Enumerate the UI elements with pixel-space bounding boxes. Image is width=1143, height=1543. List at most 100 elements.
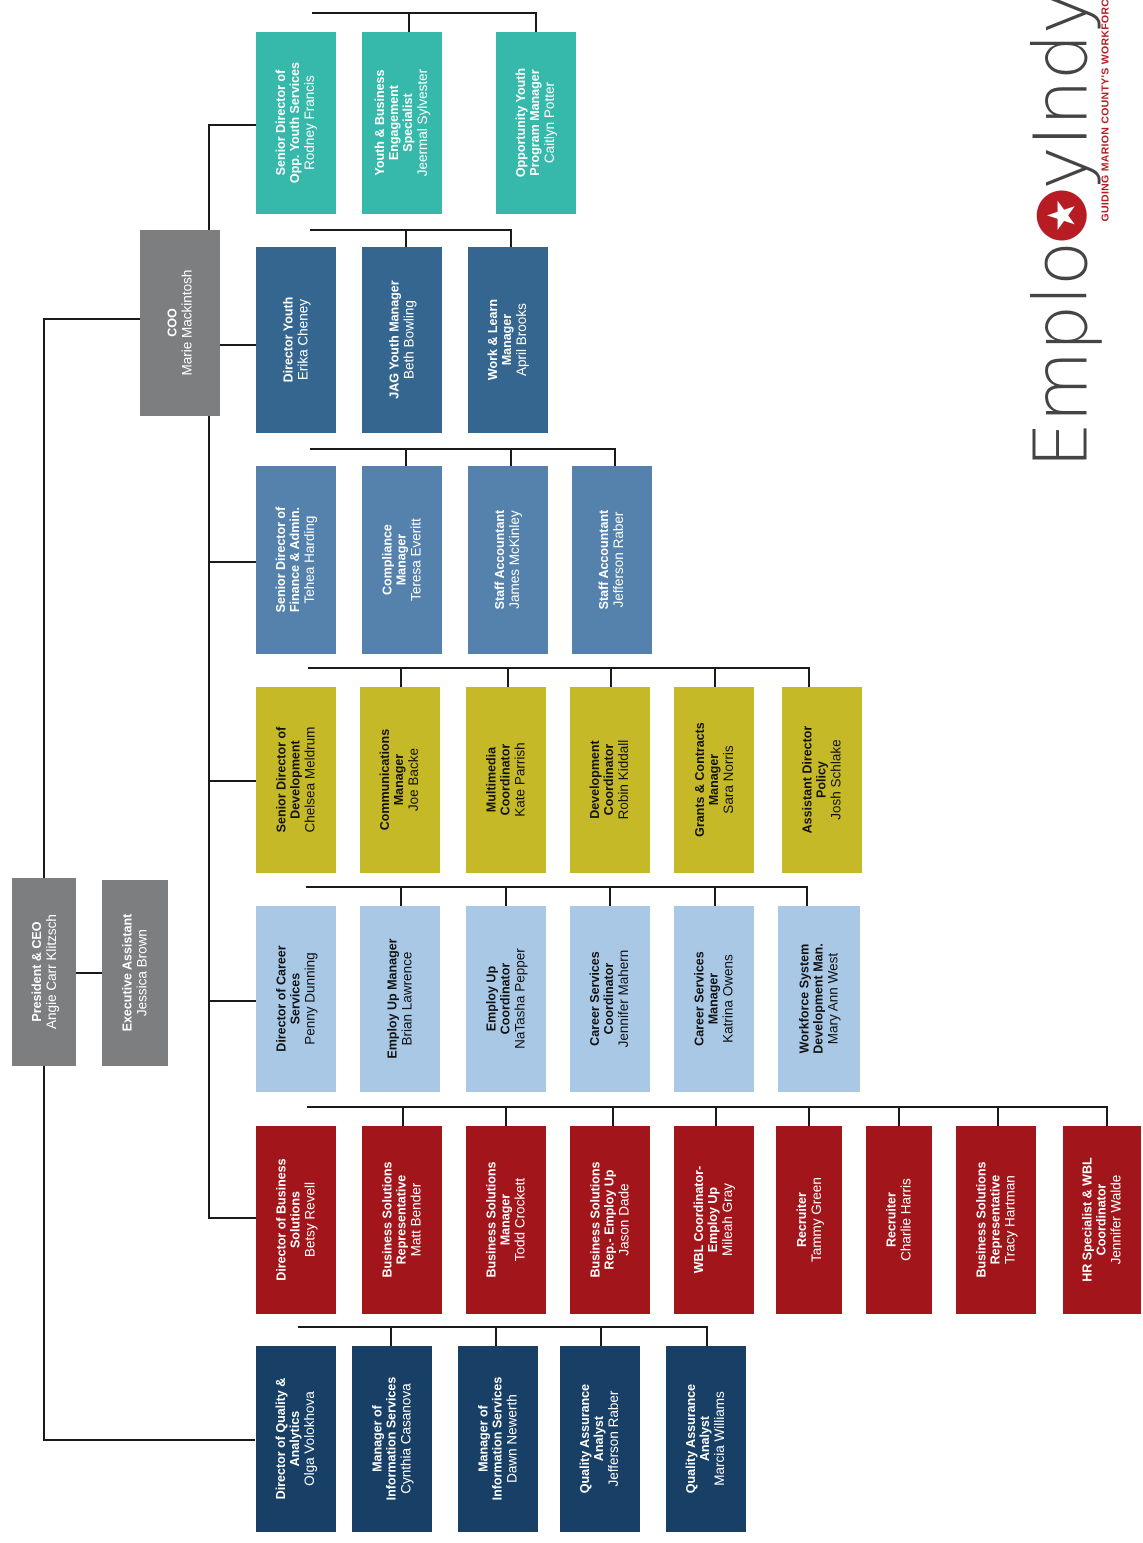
person-name: Brian Lawrence (399, 952, 415, 1046)
person-name: Cynthia Casanova (398, 1383, 414, 1495)
person-name: Dawn Newerth (504, 1394, 520, 1484)
position-title: Communications (378, 729, 393, 831)
logo-tagline: GUIDING MARION COUNTY'S WORKFORCE (1099, 0, 1112, 222)
position-title: Manager of (370, 1405, 385, 1473)
employindy-logo: Emplo★yIndy GUIDING MARION COUNTY'S WORK… (1010, 0, 1130, 468)
connector-line (390, 1326, 392, 1346)
person-name: Olga Volokhova (302, 1391, 318, 1487)
position-title: Manager (706, 754, 721, 806)
person-name: Jessica Brown (134, 929, 150, 1017)
connector-line (505, 1106, 507, 1126)
person-name: Kate Parrish (512, 742, 528, 818)
connector-line (808, 1106, 810, 1126)
person-name: Marcia Williams (712, 1391, 728, 1487)
position-title: Analyst (592, 1416, 607, 1462)
position-title: Manager (392, 754, 407, 806)
person-name: Mileah Gray (720, 1183, 736, 1257)
person-name: Tehea Harding (302, 516, 318, 604)
connector-line (405, 229, 407, 247)
position-title: WBL Coordinator- (692, 1166, 707, 1274)
position-title: Information Services (490, 1377, 505, 1501)
position-title: Rep.- Employ Up (602, 1169, 617, 1271)
connector-line (312, 12, 536, 14)
connector-line (714, 886, 716, 906)
position-title: Multimedia (484, 747, 499, 813)
position-title: Solutions (288, 1191, 303, 1249)
person-name: Jefferson Raber (606, 1391, 622, 1487)
position-title: Program Manager (528, 69, 543, 177)
connector-line (208, 1217, 256, 1219)
person-name: Beth Bowling (401, 300, 417, 380)
person-name: Rodney Francis (302, 75, 318, 171)
position-title: Specialist (401, 93, 416, 153)
logo-word-part: Emplo (1018, 241, 1105, 469)
position-title: Employ Up Manager (385, 938, 400, 1060)
position-title: Business Solutions (588, 1161, 603, 1278)
person-name: Erika Cheney (295, 299, 311, 381)
position-title: Manager of (476, 1405, 491, 1473)
position-title: Analyst (698, 1416, 713, 1462)
person-name: Matt Bender (408, 1183, 424, 1257)
position-title: Development (288, 740, 303, 820)
connector-line (408, 12, 410, 32)
connector-line (220, 344, 256, 346)
person-name: Robin Kiddall (616, 740, 632, 820)
connector-line (208, 780, 256, 782)
person-name: Marie Mackintosh (179, 270, 195, 376)
position-title: Analytics (288, 1411, 303, 1467)
position-title: COO (165, 308, 180, 338)
position-title: Finance & Admin. (288, 507, 303, 613)
connector-line (298, 1326, 708, 1328)
connector-line (405, 448, 407, 466)
position-title: Coordinator (602, 744, 617, 816)
connector-line (612, 1106, 614, 1126)
logo-wordmark: Emplo★yIndy (1018, 0, 1105, 469)
position-title: Recruiter (884, 1192, 899, 1248)
position-title: Representative (988, 1175, 1003, 1265)
person-name: Jennifer Walde (1108, 1175, 1124, 1265)
position-title: Assistant Director (800, 726, 815, 834)
position-title: Workforce System (797, 944, 812, 1054)
person-name: James McKinley (507, 510, 523, 610)
position-title: Staff Accountant (493, 510, 508, 610)
person-name: Mary Ann West (825, 953, 841, 1045)
connector-line (505, 886, 507, 906)
connector-line (714, 667, 716, 687)
position-title: Coordinator (1094, 1184, 1109, 1256)
position-title: Engagement (387, 85, 402, 161)
person-name: April Brooks (514, 303, 530, 377)
connector-line (310, 448, 616, 450)
connector-line (306, 886, 808, 888)
connector-line (997, 1106, 999, 1126)
position-title: Director Youth (281, 297, 296, 383)
connector-line (614, 448, 616, 466)
position-title: Director of Career (274, 945, 289, 1053)
position-title: Director of Business (274, 1158, 289, 1282)
position-title: Executive Assistant (120, 914, 135, 1032)
connector-line (1106, 1106, 1108, 1126)
